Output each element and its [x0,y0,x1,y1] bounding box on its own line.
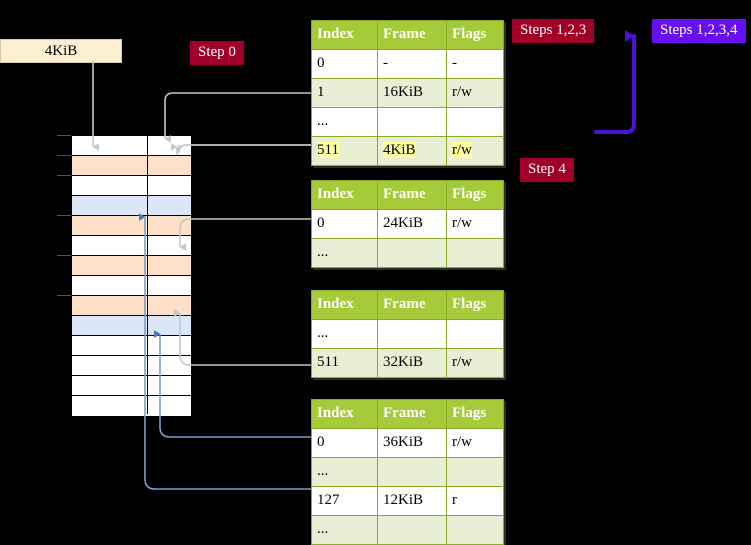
memory-frame-row [72,136,191,156]
cell-flags: r/w [446,348,504,378]
cell-index: ... [311,238,378,268]
column-header-frame: Frame [377,290,447,320]
memory-frame-row [72,336,191,356]
table-header-row: Index Frame Flags [311,180,504,210]
cell-index: 127 [311,486,378,516]
memory-frame-row [72,316,191,336]
cell-index: ... [311,515,378,545]
pd-table: Index Frame Flags ... 511 32KiB r/w [311,290,504,378]
cell-flags [446,238,504,268]
memory-frame-row [72,196,191,216]
column-header-index: Index [311,180,378,210]
memory-size-label: 4KiB [0,39,122,63]
table-row: 0 24KiB r/w [311,209,504,239]
table-row: ... [311,457,504,487]
frame-tick-mark [57,175,71,176]
pml4-table: Index Frame Flags 0 - - 1 16KiB r/w ... [311,20,504,166]
cell-frame: 36KiB [377,428,447,458]
cell-frame: - [377,49,447,79]
cell-index: 1 [311,78,378,108]
step0-badge: Step 0 [190,41,244,65]
cell-index: ... [311,319,378,349]
memory-frame-row [72,156,191,176]
table-row: 1 16KiB r/w [311,78,504,108]
table-row: 0 - - [311,49,504,79]
frame-tick-mark [57,155,71,156]
memory-frame-row [72,256,191,276]
table-row: ... [311,515,504,545]
cell-frame [377,238,447,268]
column-header-flags: Flags [446,20,504,50]
table-header-row: Index Frame Flags [311,290,504,320]
pdpt-table: Index Frame Flags 0 24KiB r/w ... [311,180,504,268]
cell-frame: 16KiB [377,78,447,108]
cell-flags: r/w [446,136,504,166]
cell-flags [446,107,504,137]
cell-flags [446,319,504,349]
cell-frame: 32KiB [377,348,447,378]
column-header-index: Index [311,290,378,320]
memory-frame-row [72,236,191,256]
pt-table: Index Frame Flags 0 36KiB r/w ... 127 12… [311,399,504,545]
memory-frame-row [72,276,191,296]
cell-flags: r/w [446,428,504,458]
table-row: 0 36KiB r/w [311,428,504,458]
cell-index: 511 [311,136,378,166]
cell-flags: r [446,486,504,516]
memory-frame-row [72,376,191,396]
table-header-row: Index Frame Flags [311,20,504,50]
column-header-flags: Flags [446,399,504,429]
column-header-frame: Frame [377,20,447,50]
frame-tick-mark [57,295,71,296]
column-header-flags: Flags [446,180,504,210]
table-row: 127 12KiB r [311,486,504,516]
diagram-canvas: 4KiB Step 0 Steps 1,2,3 Steps 1,2,3,4 St… [0,19,746,545]
table-header-row: Index Frame Flags [311,399,504,429]
cell-flags: r/w [446,209,504,239]
cell-flags: - [446,49,504,79]
cell-flags [446,515,504,545]
column-header-index: Index [311,399,378,429]
column-header-frame: Frame [377,399,447,429]
cell-frame [377,457,447,487]
column-header-flags: Flags [446,290,504,320]
column-header-index: Index [311,20,378,50]
cell-index: 511 [311,348,378,378]
memory-grid-divider [147,136,148,414]
table-row: ... [311,107,504,137]
cell-index: 0 [311,49,378,79]
cell-index: ... [311,107,378,137]
memory-frame-row [72,356,191,376]
cell-frame: 4KiB [377,136,447,166]
cell-flags [446,457,504,487]
memory-frame-row [72,176,191,196]
cell-frame [377,319,447,349]
cell-frame [377,515,447,545]
cell-index: ... [311,457,378,487]
steps123-badge: Steps 1,2,3 [512,19,595,43]
memory-frame-row [72,296,191,316]
memory-frame-row [72,216,191,236]
cell-frame [377,107,447,137]
table-row: 511 32KiB r/w [311,348,504,378]
step4-badge: Step 4 [520,158,574,182]
cell-frame: 12KiB [377,486,447,516]
physical-memory-frames [71,135,192,417]
table-row: ... [311,238,504,268]
frame-tick-mark [57,135,71,136]
frame-tick-mark [57,255,71,256]
table-row: 511 4KiB r/w [311,136,504,166]
steps1234-badge: Steps 1,2,3,4 [652,19,746,43]
cell-flags: r/w [446,78,504,108]
table-row: ... [311,319,504,349]
frame-tick-mark [57,215,71,216]
cell-index: 0 [311,209,378,239]
memory-frame-row [72,396,191,416]
cell-index: 0 [311,428,378,458]
cell-frame: 24KiB [377,209,447,239]
column-header-frame: Frame [377,180,447,210]
